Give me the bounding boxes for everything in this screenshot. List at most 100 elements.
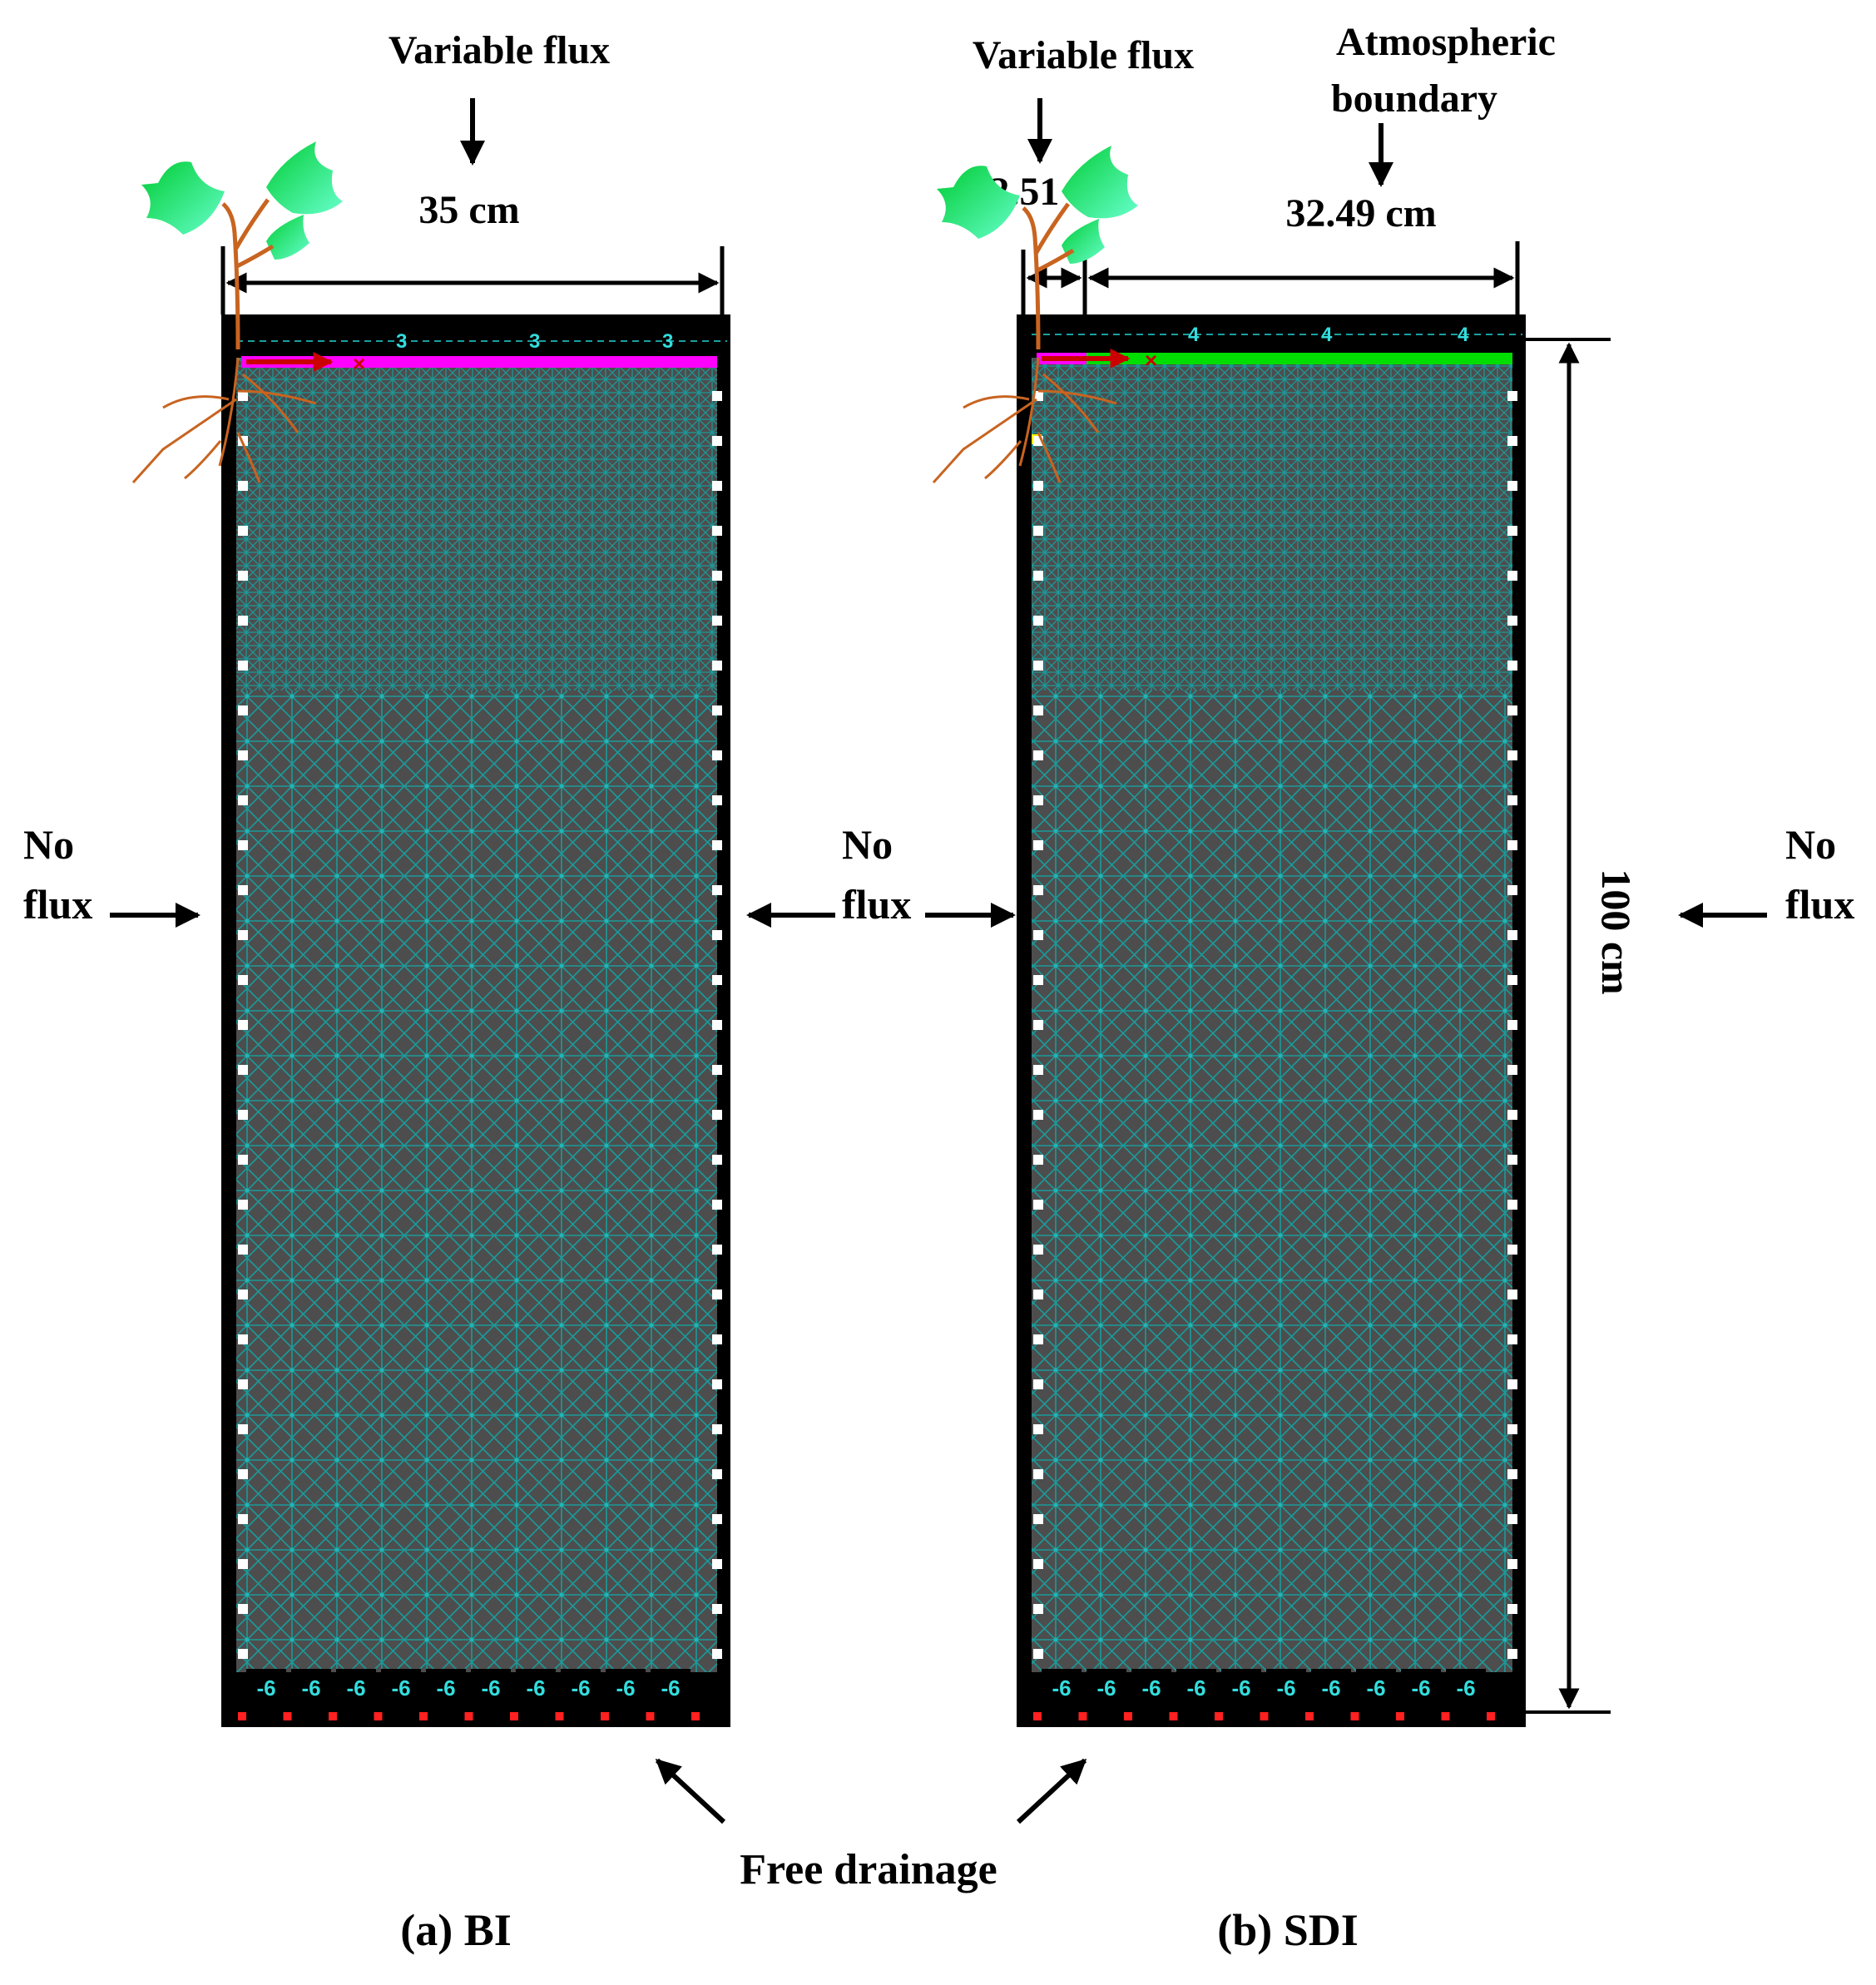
- side-node: [712, 616, 722, 626]
- side-node: [1507, 1200, 1517, 1210]
- side-node: [712, 750, 722, 760]
- drainage-node: [1033, 1712, 1042, 1720]
- side-node: [1033, 1334, 1043, 1344]
- panel-a-width-label: 35 cm: [418, 188, 519, 232]
- side-node: [1507, 750, 1517, 760]
- panel-a-top-code-2: 3: [529, 330, 540, 353]
- no-flux-left-a-line1: No: [23, 821, 74, 868]
- side-node: [1507, 571, 1517, 581]
- side-node: [1507, 1469, 1517, 1479]
- drainage-node: [329, 1712, 337, 1720]
- side-node: [1033, 1559, 1043, 1569]
- panel-b-top-label-left: Variable flux: [973, 33, 1194, 77]
- panel-b-right-nodes: [1507, 391, 1517, 1659]
- bottom-code-box: [606, 1669, 646, 1704]
- bottom-code-box: [1042, 1669, 1082, 1704]
- drainage-node: [1441, 1712, 1450, 1720]
- panel-b-sdi: Variable flux Atmospheric boundary 2.51 …: [932, 20, 1640, 1955]
- panel-b-height-dimension: [1526, 338, 1611, 1714]
- side-node: [1033, 705, 1043, 715]
- panel-a-mesh-fine: [236, 358, 717, 691]
- panel-b-drip-marker: ×: [1145, 348, 1157, 373]
- drainage-node: [283, 1712, 292, 1720]
- side-node: [238, 930, 248, 940]
- side-node: [712, 1334, 722, 1344]
- bottom-code-box: [1131, 1669, 1171, 1704]
- free-drainage-arrow-left: [655, 1758, 726, 1824]
- side-node: [1033, 930, 1043, 940]
- side-node: [1033, 1110, 1043, 1120]
- side-node: [238, 1155, 248, 1165]
- side-node: [1033, 840, 1043, 850]
- panel-a-top-code-3: 3: [662, 330, 673, 353]
- side-node: [1507, 481, 1517, 491]
- panel-b-atmospheric-line: [1086, 353, 1512, 364]
- side-node: [712, 526, 722, 536]
- bottom-code-box: [1311, 1669, 1351, 1704]
- panel-b-top-code-2: 4: [1321, 324, 1333, 346]
- drainage-node: [601, 1712, 609, 1720]
- bottom-code-box: [516, 1669, 556, 1704]
- drainage-node: [646, 1712, 655, 1720]
- bottom-code-box: [246, 1669, 286, 1704]
- drainage-node: [464, 1712, 473, 1720]
- side-node: [1507, 1065, 1517, 1075]
- bottom-code: -6: [1231, 1676, 1250, 1700]
- side-node: [712, 885, 722, 895]
- panel-a-bi: Variable flux 35 cm 3 3 3 × -6-6-6-6-6-6…: [131, 28, 730, 1955]
- bottom-code-box: [291, 1669, 331, 1704]
- side-node: [1507, 1559, 1517, 1569]
- bottom-code-box: [1401, 1669, 1441, 1704]
- bottom-code: -6: [1186, 1676, 1205, 1700]
- side-node: [1507, 930, 1517, 940]
- side-node: [238, 1559, 248, 1569]
- drainage-node: [1350, 1712, 1359, 1720]
- bottom-code-box: [651, 1669, 691, 1704]
- side-node: [1507, 1604, 1517, 1614]
- panel-b-drainage-nodes: [1033, 1712, 1495, 1720]
- bottom-code: -6: [1141, 1676, 1161, 1700]
- side-node: [238, 571, 248, 581]
- panel-b-bottom-codes: -6-6-6-6-6-6-6-6-6-6: [1042, 1669, 1486, 1704]
- no-flux-left-a-line2: flux: [23, 881, 92, 928]
- side-node: [238, 1514, 248, 1524]
- side-node: [1033, 571, 1043, 581]
- drainage-node: [238, 1712, 246, 1720]
- no-flux-right-b-line2: flux: [1785, 881, 1854, 928]
- side-node: [712, 436, 722, 446]
- side-node: [1507, 1424, 1517, 1434]
- side-node: [712, 1604, 722, 1614]
- bottom-code-box: [1086, 1669, 1126, 1704]
- side-node: [1507, 1334, 1517, 1344]
- side-node: [1033, 1065, 1043, 1075]
- drainage-node: [1396, 1712, 1404, 1720]
- side-node: [1507, 1379, 1517, 1389]
- panel-b-plant: [932, 146, 1138, 484]
- panel-b-top-label-right-line2: boundary: [1331, 77, 1497, 121]
- side-node: [238, 1334, 248, 1344]
- bottom-code-box: [381, 1669, 421, 1704]
- bottom-code-box: [561, 1669, 601, 1704]
- drainage-node: [1215, 1712, 1223, 1720]
- side-node: [1033, 1155, 1043, 1165]
- side-node: [238, 1290, 248, 1299]
- side-node: [238, 1424, 248, 1434]
- side-node: [238, 795, 248, 805]
- panel-b-width-right-label: 32.49 cm: [1285, 191, 1436, 235]
- side-node: [238, 1020, 248, 1030]
- side-node: [1507, 975, 1517, 985]
- side-node: [238, 391, 248, 401]
- bottom-code-box: [1221, 1669, 1261, 1704]
- side-node: [712, 1020, 722, 1030]
- side-node: [1033, 481, 1043, 491]
- side-node: [1033, 526, 1043, 536]
- side-node: [1033, 1379, 1043, 1389]
- side-node: [1033, 1514, 1043, 1524]
- side-node: [1507, 840, 1517, 850]
- side-node: [238, 661, 248, 671]
- side-node: [238, 750, 248, 760]
- drainage-node: [1078, 1712, 1087, 1720]
- bottom-code: -6: [616, 1676, 635, 1700]
- panel-a-caption: (a) BI: [400, 1905, 512, 1955]
- side-node: [712, 1424, 722, 1434]
